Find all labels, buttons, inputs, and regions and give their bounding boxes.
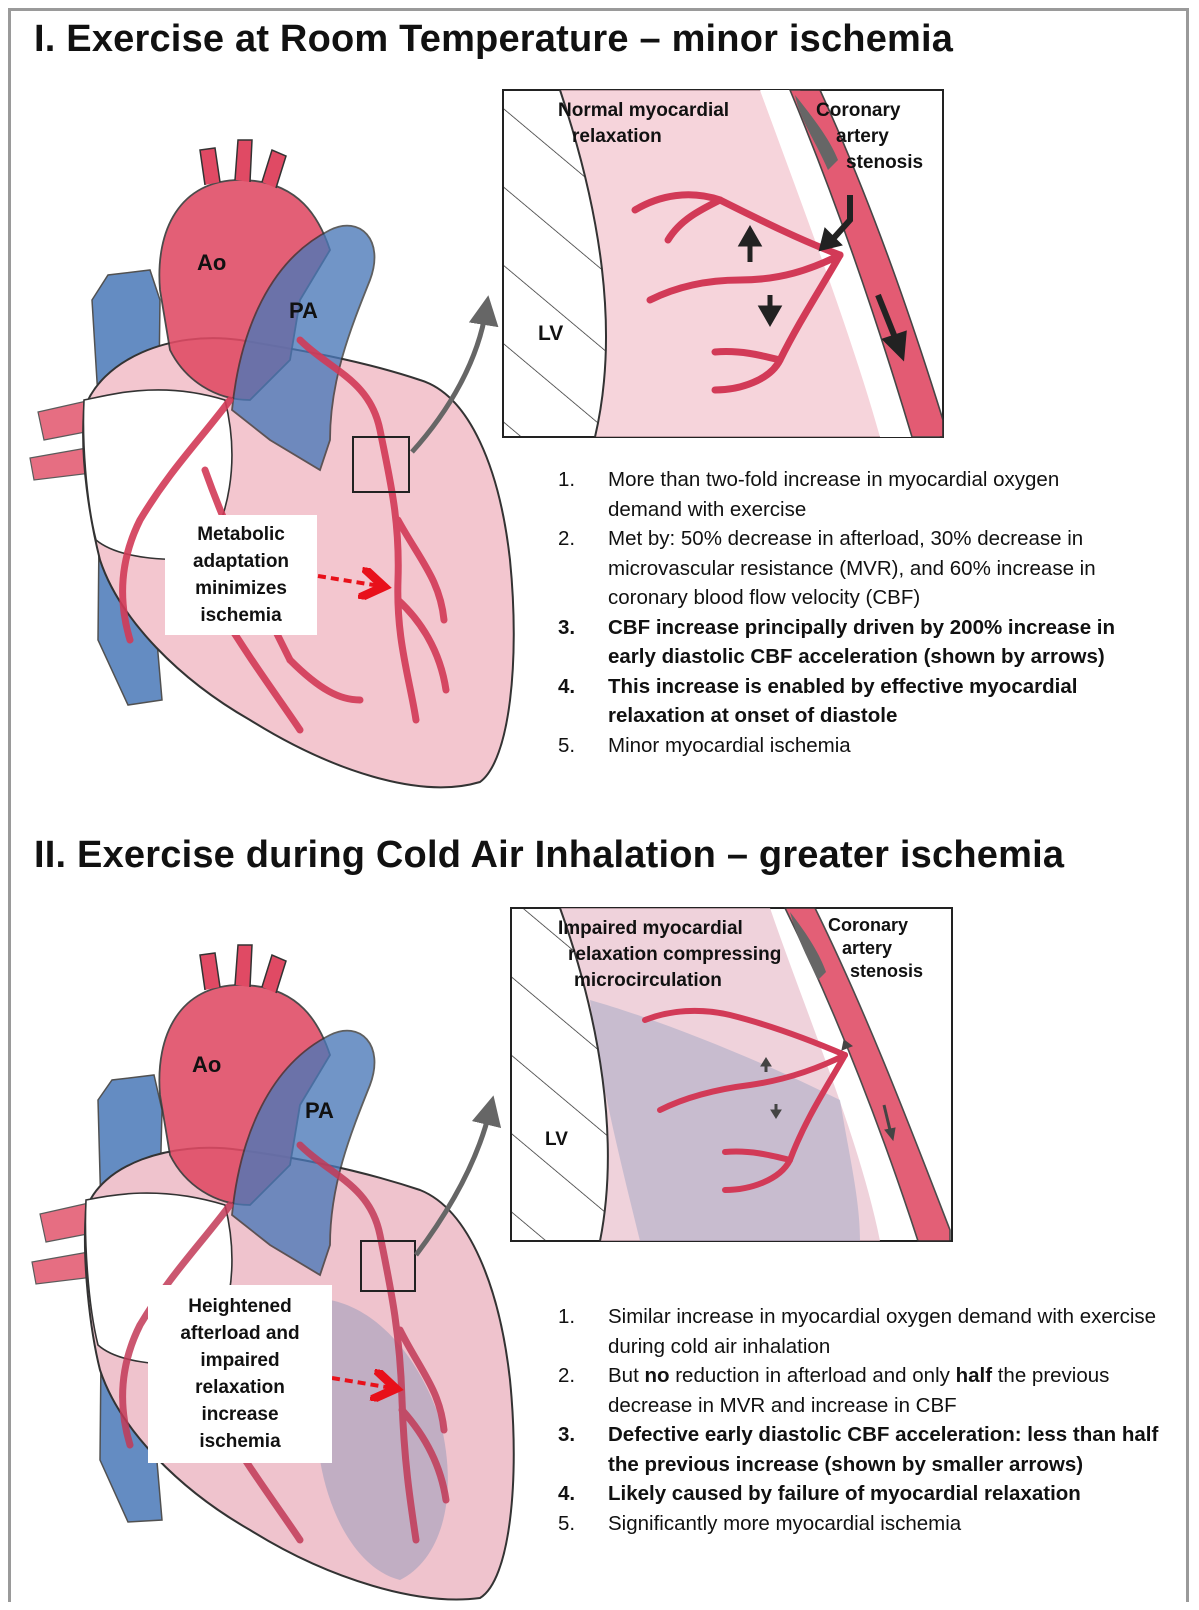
note-number: 1. — [558, 465, 608, 524]
panel2-inset-stenosis-label: Coronary artery stenosis — [828, 914, 923, 983]
callout-line: increase — [201, 1401, 278, 1428]
note-item: 3.Defective early diastolic CBF accelera… — [558, 1420, 1170, 1479]
note-text: Minor myocardial ischemia — [608, 731, 1138, 761]
note-item: 2.Met by: 50% decrease in afterload, 30%… — [558, 524, 1138, 613]
note-item: 5.Minor myocardial ischemia — [558, 731, 1138, 761]
note-item: 3.CBF increase principally driven by 200… — [558, 613, 1138, 672]
note-item: 4.This increase is enabled by effective … — [558, 672, 1138, 731]
note-text: Likely caused by failure of myocardial r… — [608, 1479, 1170, 1509]
note-item: 1.Similar increase in myocardial oxygen … — [558, 1302, 1170, 1361]
note-text: This increase is enabled by effective my… — [608, 672, 1138, 731]
inset-label-line: artery — [828, 937, 923, 960]
panel2-notes: 1.Similar increase in myocardial oxygen … — [558, 1302, 1170, 1538]
panel2-heart — [32, 945, 514, 1599]
panel1-lv-label: LV — [538, 321, 563, 347]
note-text-part: But — [608, 1364, 644, 1387]
note-text: Defective early diastolic CBF accelerati… — [608, 1420, 1170, 1479]
note-number: 2. — [558, 1361, 608, 1420]
panel1-aorta-label: Ao — [197, 250, 226, 276]
inset-label-line: Impaired myocardial — [558, 916, 781, 942]
note-number: 3. — [558, 613, 608, 672]
note-number: 5. — [558, 731, 608, 761]
callout-line: impaired — [200, 1347, 279, 1374]
note-text: Met by: 50% decrease in afterload, 30% d… — [608, 524, 1138, 613]
inset-label-line: relaxation — [558, 124, 729, 150]
panel2-lv-label: LV — [545, 1127, 568, 1153]
callout-line: relaxation — [195, 1374, 285, 1401]
callout-line: Heightened — [188, 1293, 291, 1320]
callout-line: ischemia — [199, 1428, 280, 1455]
note-text: Similar increase in myocardial oxygen de… — [608, 1302, 1170, 1361]
callout-line: minimizes — [195, 575, 287, 602]
panel1-notes: 1.More than two-fold increase in myocard… — [558, 465, 1138, 760]
panel1-heart — [30, 140, 514, 787]
note-text: But no reduction in afterload and only h… — [608, 1361, 1170, 1420]
inset-label-line: Coronary — [828, 914, 923, 937]
callout-line: adaptation — [193, 548, 289, 575]
note-text: More than two-fold increase in myocardia… — [608, 465, 1138, 524]
aortic-branches — [200, 140, 286, 188]
note-text: Significantly more myocardial ischemia — [608, 1509, 1170, 1539]
panel1-inset-relaxation-label: Normal myocardial relaxation — [558, 98, 729, 150]
panel2-aorta-label: Ao — [192, 1052, 221, 1078]
inset-label-line: Coronary — [816, 98, 923, 124]
note-text-part: no — [644, 1364, 669, 1387]
note-number: 3. — [558, 1420, 608, 1479]
inset-label-line: relaxation compressing — [558, 942, 781, 968]
note-item: 2.But no reduction in afterload and only… — [558, 1361, 1170, 1420]
panel2-pulmonary-artery-label: PA — [305, 1098, 334, 1124]
note-number: 1. — [558, 1302, 608, 1361]
inset-label-line: microcirculation — [558, 968, 781, 994]
aortic-branches — [200, 945, 286, 993]
note-item: 1.More than two-fold increase in myocard… — [558, 465, 1138, 524]
note-text: CBF increase principally driven by 200% … — [608, 613, 1138, 672]
panel1-callout: Metabolic adaptation minimizes ischemia — [165, 515, 317, 635]
callout-line: ischemia — [200, 602, 281, 629]
note-text-part: half — [956, 1364, 992, 1387]
note-number: 5. — [558, 1509, 608, 1539]
callout-line: afterload and — [180, 1320, 299, 1347]
panel2-callout: Heightened afterload and impaired relaxa… — [148, 1285, 332, 1463]
note-number: 4. — [558, 672, 608, 731]
note-number: 2. — [558, 524, 608, 613]
callout-line: Metabolic — [197, 521, 285, 548]
inset-label-line: stenosis — [816, 150, 923, 176]
note-number: 4. — [558, 1479, 608, 1509]
note-item: 4.Likely caused by failure of myocardial… — [558, 1479, 1170, 1509]
inset-label-line: artery — [816, 124, 923, 150]
note-item: 5.Significantly more myocardial ischemia — [558, 1509, 1170, 1539]
inset-label-line: Normal myocardial — [558, 98, 729, 124]
inset-label-line: stenosis — [828, 960, 923, 983]
panel2-inset-relaxation-label: Impaired myocardial relaxation compressi… — [558, 916, 781, 994]
panel1-inset-stenosis-label: Coronary artery stenosis — [816, 98, 923, 176]
note-text-part: reduction in afterload and only — [670, 1364, 956, 1387]
panel1-pulmonary-artery-label: PA — [289, 298, 318, 324]
